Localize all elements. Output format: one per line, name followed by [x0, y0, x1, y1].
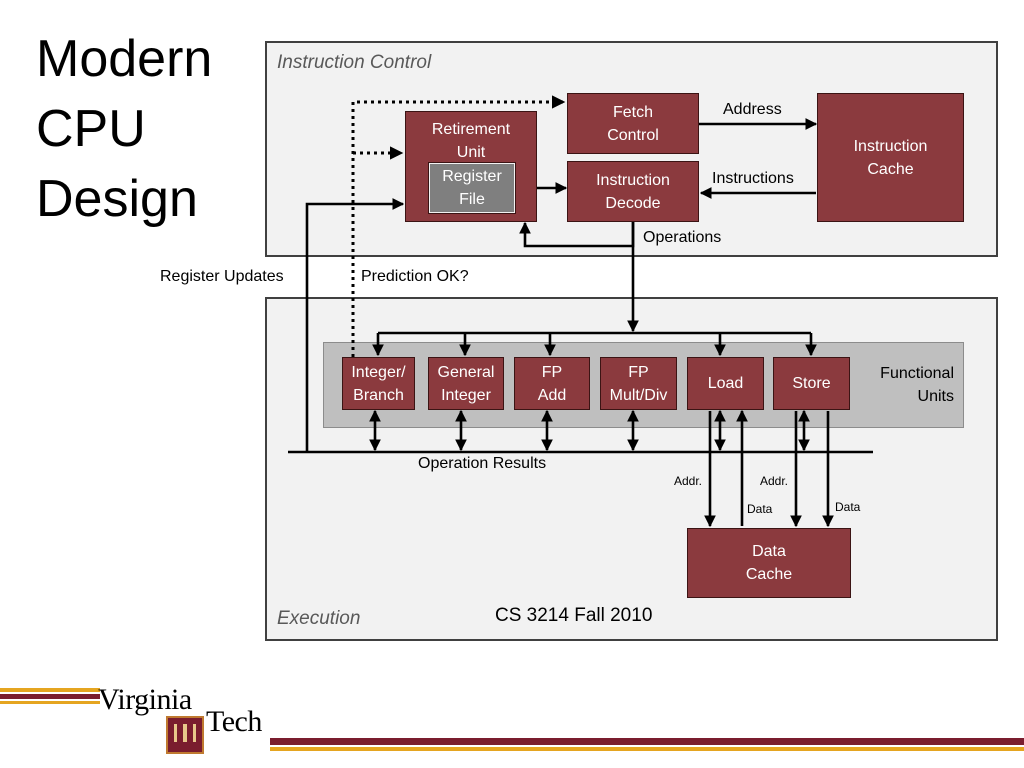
unit-integer-branch: Integer/ Branch [342, 357, 415, 410]
functional-units-label: Functional Units [880, 365, 954, 405]
unit-store: Store [773, 357, 850, 410]
data-cache: Data Cache [687, 528, 851, 598]
footer-course-label: CS 3214 Fall 2010 [495, 605, 653, 626]
load-data-label: Data [747, 502, 773, 516]
instruction-decode: Instruction Decode [567, 161, 699, 222]
register-updates-label: Register Updates [160, 268, 284, 285]
decode-to-retirement-arrow [519, 221, 635, 248]
prediction-ok-label: Prediction OK? [361, 268, 469, 285]
execution-label: Execution [277, 608, 361, 629]
instruction-control-label: Instruction Control [277, 52, 432, 73]
address-label: Address [723, 101, 782, 118]
right-stripe-maroon [270, 738, 1024, 745]
right-stripe-gold [270, 747, 1024, 751]
register-updates-arrow [305, 198, 405, 452]
instructions-label: Instructions [712, 170, 794, 187]
operations-label: Operations [643, 229, 722, 246]
logo-word-virginia: Virginia [98, 683, 192, 716]
title-line-1: Modern [36, 30, 213, 88]
load-addr-label: Addr. [674, 474, 703, 488]
prediction-ok-path [351, 95, 566, 357]
store-addr-label: Addr. [760, 474, 789, 488]
operation-results-label: Operation Results [418, 455, 547, 472]
left-stripe-maroon [0, 694, 100, 699]
virginia-tech-logo: Virginia Tech [96, 683, 276, 763]
unit-general-integer: General Integer [428, 357, 504, 410]
instruction-cache: Instruction Cache [817, 93, 964, 222]
left-stripe-gold [0, 688, 100, 692]
fetch-control: Fetch Control [567, 93, 699, 154]
slide-title: Modern CPU Design [36, 24, 212, 234]
logo-word-tech: Tech [206, 705, 262, 738]
title-line-3: Design [36, 170, 198, 228]
unit-fp-mult-div: FP Mult/Div [600, 357, 677, 410]
title-line-2: CPU [36, 100, 146, 158]
unit-fp-add: FP Add [514, 357, 590, 410]
register-file: Register File [428, 162, 516, 214]
unit-load: Load [687, 357, 764, 410]
university-seal-icon [166, 716, 204, 754]
left-stripe-gold-2 [0, 701, 100, 704]
store-data-label: Data [835, 500, 861, 514]
